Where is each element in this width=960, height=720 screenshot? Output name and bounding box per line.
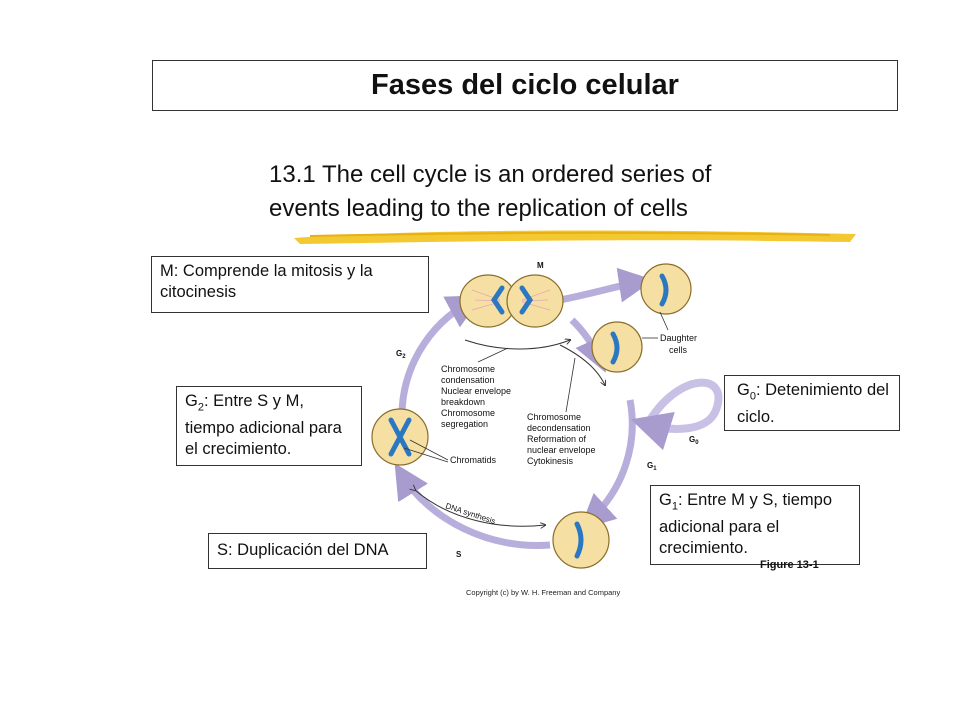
page-title: Fases del ciclo celular bbox=[152, 60, 898, 111]
phase-label-g0: G0 bbox=[689, 435, 699, 446]
note-g1-prefix: G bbox=[659, 491, 672, 509]
subtitle-line-2: events leading to the replication of cel… bbox=[269, 195, 688, 222]
page-title-text: Fases del ciclo celular bbox=[371, 69, 679, 101]
note-g0-prefix: G bbox=[737, 381, 750, 399]
g1-cell bbox=[552, 511, 610, 569]
note-m-phase: M: Comprende la mitosis y la citocinesis bbox=[151, 256, 429, 313]
highlight-brush-stroke bbox=[294, 230, 856, 244]
note-s-phase: S: Duplicación del DNA bbox=[208, 533, 427, 569]
telophase-arc bbox=[559, 344, 605, 385]
daughter-cells-label: Daughter cells bbox=[660, 333, 700, 355]
dna-synthesis-arc bbox=[415, 490, 545, 526]
daughter-cell-top bbox=[640, 263, 692, 315]
phase-label-m: M bbox=[537, 261, 544, 270]
note-g2-prefix: G bbox=[185, 392, 198, 410]
note-g2-sub: 2 bbox=[197, 401, 204, 414]
note-s-text: S: Duplicación del DNA bbox=[217, 541, 389, 559]
note-g1-text: : Entre M y S, tiempo adicional para el … bbox=[659, 491, 833, 558]
figure-label: Figure 13-1 bbox=[760, 559, 819, 571]
phase-label-s: S bbox=[456, 550, 462, 559]
note-g0-phase: G0: Detenimiento del ciclo. bbox=[724, 375, 900, 431]
chromatids-label: Chromatids bbox=[450, 455, 497, 465]
phase-label-g2: G2 bbox=[396, 349, 406, 360]
note-g1-phase: G1: Entre M y S, tiempo adicional para e… bbox=[650, 485, 860, 565]
g0-loop-arrow bbox=[630, 378, 723, 451]
dividing-cell bbox=[459, 274, 564, 328]
note-g0-text: : Detenimiento del ciclo. bbox=[737, 381, 889, 427]
subtitle-line-1: 13.1 The cell cycle is an ordered series… bbox=[269, 161, 712, 188]
slide-subtitle: 13.1 The cell cycle is an ordered series… bbox=[269, 158, 829, 226]
note-g1-sub: 1 bbox=[671, 500, 678, 513]
note-g2-phase: G2: Entre S y M, tiempo adicional para e… bbox=[176, 386, 362, 466]
note-m-text: M: Comprende la mitosis y la citocinesis bbox=[160, 262, 373, 301]
daughter-cell-bottom bbox=[591, 321, 643, 373]
copyright-notice: Copyright (c) by W. H. Freeman and Compa… bbox=[466, 588, 621, 597]
phase-label-g1: G1 bbox=[647, 461, 657, 472]
note-g0-sub: 0 bbox=[749, 390, 756, 403]
g2-cell bbox=[371, 408, 429, 466]
mitosis-arc bbox=[464, 340, 570, 350]
note-g2-text: : Entre S y M, tiempo adicional para el … bbox=[185, 392, 342, 459]
prophase-events-list: Chromosome condensation Nuclear envelope… bbox=[441, 364, 514, 429]
telophase-events-list: Chromosome decondensation Reformation of… bbox=[527, 412, 598, 466]
